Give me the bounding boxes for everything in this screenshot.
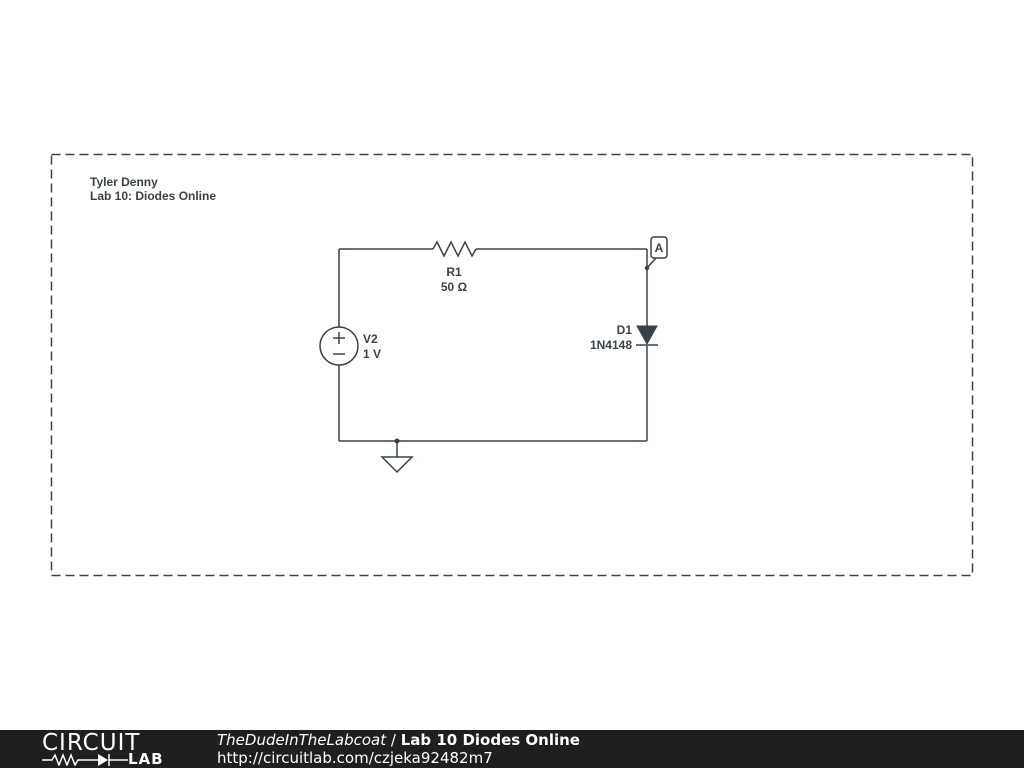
probe-label: A [655, 241, 664, 255]
junction-dot [394, 438, 400, 444]
circuit-title: Lab 10 Diodes Online [400, 731, 580, 749]
logo-text-circuit: CIRCUIT [42, 730, 141, 756]
ground-icon [380, 456, 414, 474]
logo-symbol-icon [42, 752, 128, 766]
schematic-canvas: Tyler Denny Lab 10: Diodes Online R1 50 … [50, 153, 974, 577]
source-value-label: 1 V [363, 347, 381, 361]
byline-separator: / [386, 731, 401, 749]
probe-icon [644, 236, 668, 271]
schematic-frame [50, 153, 974, 577]
author-name-label: Tyler Denny [90, 175, 158, 189]
circuit-url[interactable]: http://circuitlab.com/czjeka92482m7 [217, 749, 493, 767]
resistor-icon [432, 240, 477, 258]
circuit-byline: TheDudeInTheLabcoat / Lab 10 Diodes Onli… [217, 731, 580, 749]
source-ref-label: V2 [363, 332, 378, 346]
resistor-ref-label: R1 [446, 265, 462, 279]
circuitlab-logo[interactable]: CIRCUIT LAB [42, 730, 182, 768]
author-link[interactable]: TheDudeInTheLabcoat [217, 731, 387, 749]
logo-text-lab: LAB [128, 750, 164, 768]
diode-icon [636, 325, 658, 346]
footer-bar: CIRCUIT LAB TheDudeInTheLabcoat / Lab 10… [0, 730, 1024, 768]
wires [338, 248, 648, 457]
lab-title-label: Lab 10: Diodes Online [90, 189, 216, 203]
resistor-value-label: 50 Ω [441, 280, 468, 294]
diode-value-label: 1N4148 [590, 338, 632, 352]
voltage-source-icon [319, 326, 359, 366]
diode-ref-label: D1 [617, 323, 633, 337]
